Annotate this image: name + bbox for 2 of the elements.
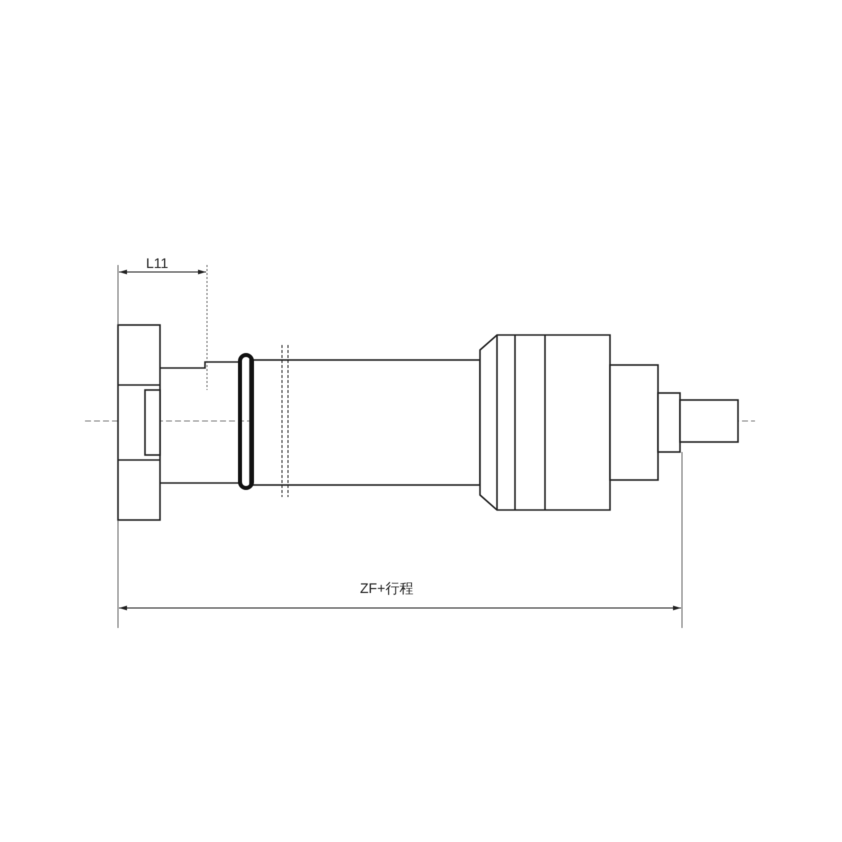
dimension-label: L11 <box>146 255 168 271</box>
dimension-label: ZF+行程 <box>360 580 414 598</box>
